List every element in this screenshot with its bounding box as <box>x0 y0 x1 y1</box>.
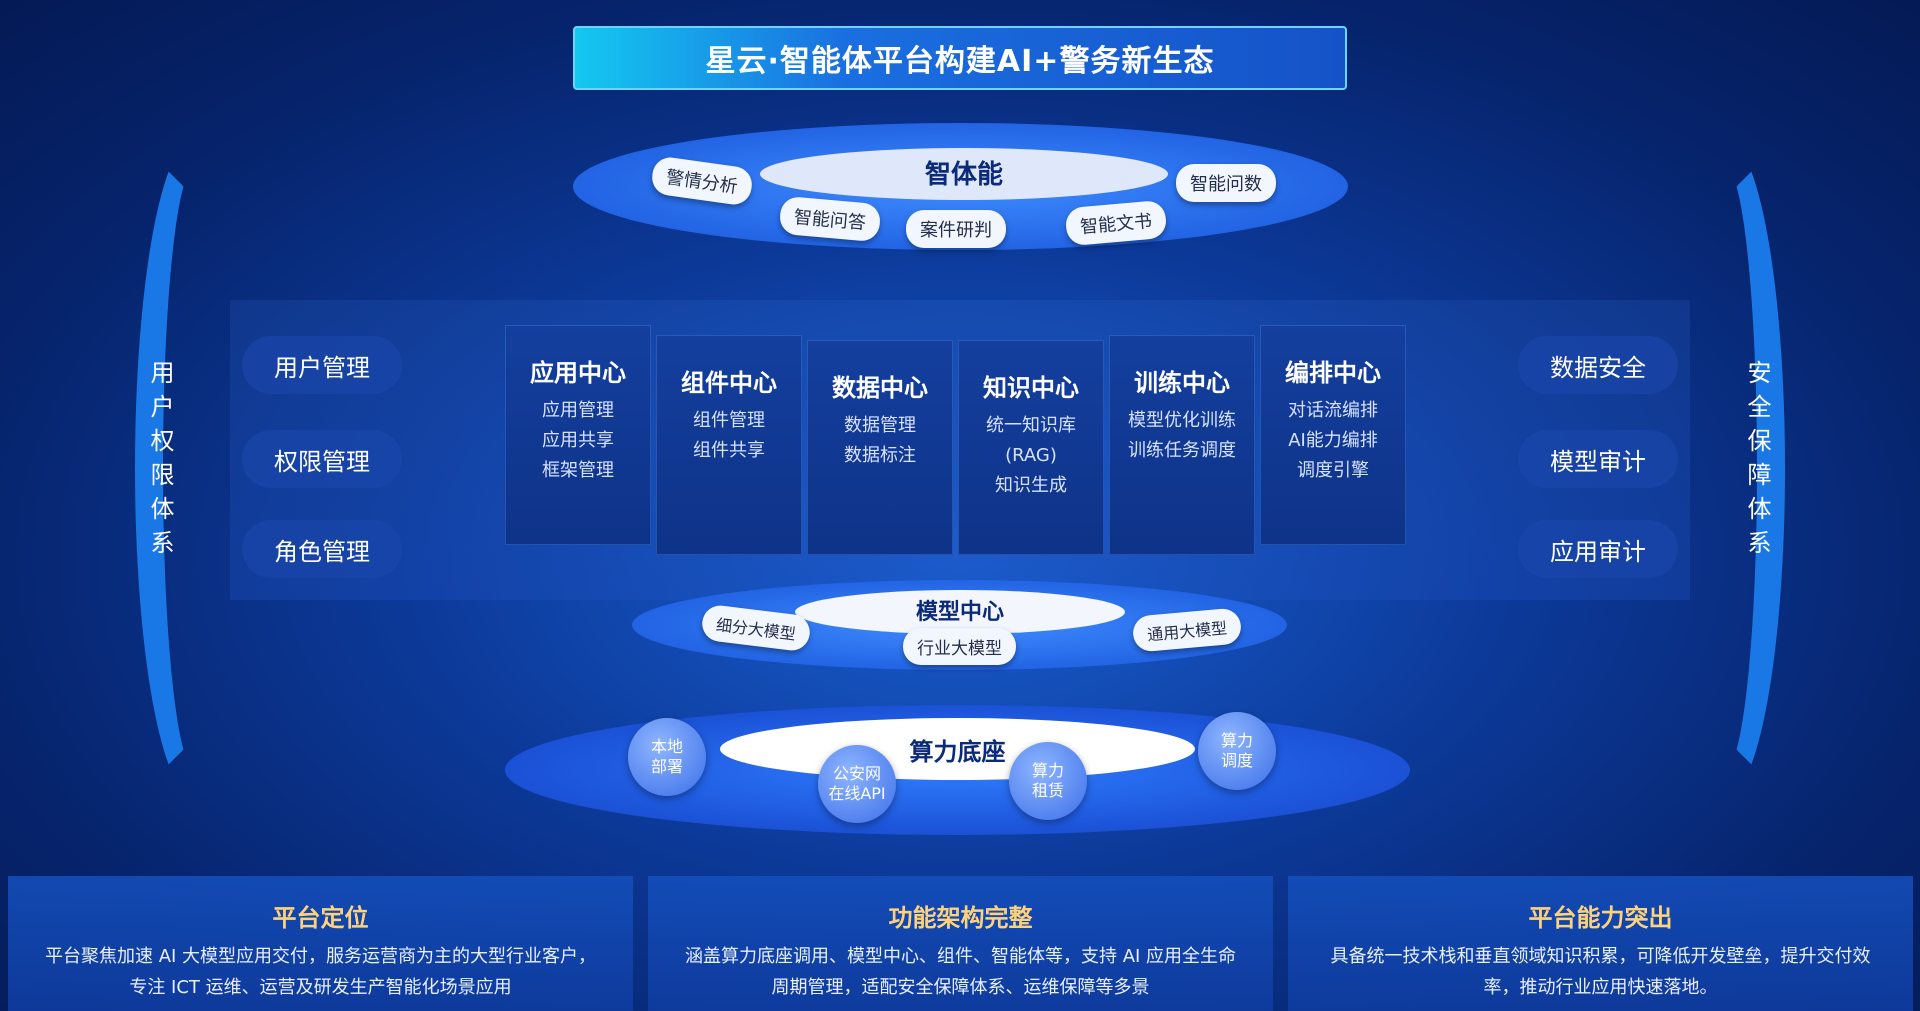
circle-label: 本地部署 <box>650 737 683 776</box>
model-layer-name: 模型中心 <box>915 600 1004 625</box>
card-item: 组件共享 <box>693 440 765 461</box>
page-title: 星云·智能体平台构建AI+警务新生态 <box>573 26 1347 90</box>
card-item: 模型优化训练 <box>1128 410 1236 431</box>
panel-title: 平台定位 <box>272 904 369 932</box>
panel-description: 涵盖算力底座调用、模型中心、组件、智能体等，支持 AI 应用全生命周期管理，适配… <box>684 946 1237 998</box>
security-system-label: 安全保障体系 <box>1743 360 1771 564</box>
local-deployment-circle[interactable]: 本地部署 <box>628 718 706 796</box>
panel-description: 具备统一技术栈和垂直领域知识积累，可降低开发壁垒，提升交付效率，推动行业应用快速… <box>1330 946 1871 998</box>
panel-architecture: 功能架构完整 涵盖算力底座调用、模型中心、组件、智能体等，支持 AI 应用全生命… <box>648 876 1273 1011</box>
card-title: 应用中心 <box>530 359 626 387</box>
card-item: 框架管理 <box>542 460 614 481</box>
app-audit-pill[interactable]: 应用审计 <box>1518 520 1678 578</box>
circle-label: 公安网在线API <box>828 764 886 803</box>
compute-layer-name: 算力底座 <box>909 738 1006 766</box>
user-permission-system-label: 用户权限体系 <box>146 360 174 564</box>
agent-layer-name: 智体能 <box>924 160 1003 190</box>
center-card-data[interactable]: 数据中心 数据管理 数据标注 <box>807 340 953 555</box>
card-item: 数据管理 <box>844 415 916 436</box>
card-title: 训练中心 <box>1134 369 1230 397</box>
card-item: 应用共享 <box>542 430 614 451</box>
panel-title: 功能架构完整 <box>888 904 1033 932</box>
agent-layer-center <box>760 148 1168 200</box>
compute-rental-circle[interactable]: 算力租赁 <box>1009 742 1087 820</box>
panel-description: 平台聚焦加速 AI 大模型应用交付，服务运营商为主的大型行业客户，专注 ICT … <box>44 946 597 998</box>
panel-title: 平台能力突出 <box>1528 904 1673 932</box>
card-item: 应用管理 <box>542 400 614 421</box>
compute-layer-center <box>720 718 1195 780</box>
panel-capabilities: 平台能力突出 具备统一技术栈和垂直领域知识积累，可降低开发壁垒，提升交付效率，推… <box>1288 876 1913 1011</box>
card-item: 对话流编排 <box>1288 400 1378 421</box>
center-card-application[interactable]: 应用中心 应用管理 应用共享 框架管理 <box>505 325 651 545</box>
card-title: 数据中心 <box>832 374 928 402</box>
data-security-pill[interactable]: 数据安全 <box>1518 336 1678 394</box>
center-card-component[interactable]: 组件中心 组件管理 组件共享 <box>656 335 802 555</box>
circle-label: 算力调度 <box>1220 731 1253 770</box>
tag-industry-model[interactable]: 行业大模型 <box>903 628 1016 665</box>
compute-scheduling-circle[interactable]: 算力调度 <box>1198 712 1276 790</box>
card-item: 训练任务调度 <box>1128 440 1236 461</box>
card-title: 编排中心 <box>1285 359 1381 387</box>
tag-case-analysis[interactable]: 案件研判 <box>906 210 1006 248</box>
card-item: 数据标注 <box>844 445 916 466</box>
circle-label: 算力租赁 <box>1031 761 1064 800</box>
permission-management-pill[interactable]: 权限管理 <box>242 430 402 488</box>
card-item: 统一知识库 <box>986 415 1076 436</box>
card-item: (RAG) <box>1005 445 1057 466</box>
tag-smart-data-query[interactable]: 智能问数 <box>1176 164 1276 202</box>
police-net-api-circle[interactable]: 公安网在线API <box>818 745 896 823</box>
card-item: 知识生成 <box>995 475 1067 496</box>
center-card-training[interactable]: 训练中心 模型优化训练 训练任务调度 <box>1109 335 1255 555</box>
card-item: 组件管理 <box>693 410 765 431</box>
model-layer-center <box>795 590 1125 634</box>
card-title: 组件中心 <box>681 369 777 397</box>
panel-platform-positioning: 平台定位 平台聚焦加速 AI 大模型应用交付，服务运营商为主的大型行业客户，专注… <box>8 876 633 1011</box>
center-card-knowledge[interactable]: 知识中心 统一知识库 (RAG) 知识生成 <box>958 340 1104 555</box>
model-audit-pill[interactable]: 模型审计 <box>1518 430 1678 488</box>
card-title: 知识中心 <box>983 374 1079 402</box>
card-item: AI能力编排 <box>1288 430 1378 451</box>
card-item: 调度引擎 <box>1297 460 1369 481</box>
center-card-orchestration[interactable]: 编排中心 对话流编排 AI能力编排 调度引擎 <box>1260 325 1406 545</box>
role-management-pill[interactable]: 角色管理 <box>242 520 402 578</box>
user-management-pill[interactable]: 用户管理 <box>242 336 402 394</box>
